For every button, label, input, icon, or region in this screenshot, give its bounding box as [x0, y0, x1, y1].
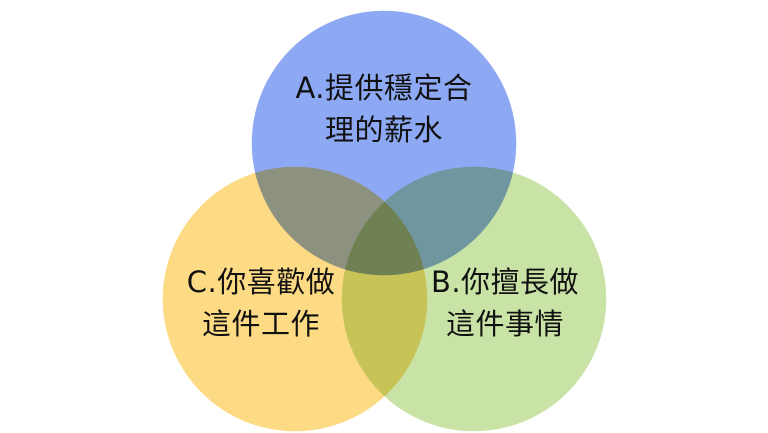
circle-b-label-line-2: 這件事情	[446, 307, 564, 341]
circle-b-label: B.你擅長做 這件事情	[431, 265, 579, 341]
circle-a-label-line-2: 理的薪水	[325, 113, 443, 147]
circle-c-label-line-1: C.你喜歡做	[187, 265, 335, 299]
circle-a-label-line-1: A.提供穩定合	[295, 71, 472, 105]
circle-c-label-line-2: 這件工作	[202, 307, 320, 341]
circle-a-label: A.提供穩定合 理的薪水	[295, 71, 472, 147]
circle-c-label: C.你喜歡做 這件工作	[187, 265, 335, 341]
circle-c	[161, 165, 429, 433]
venn-circles	[161, 9, 608, 433]
circle-b-label-line-1: B.你擅長做	[431, 265, 579, 299]
